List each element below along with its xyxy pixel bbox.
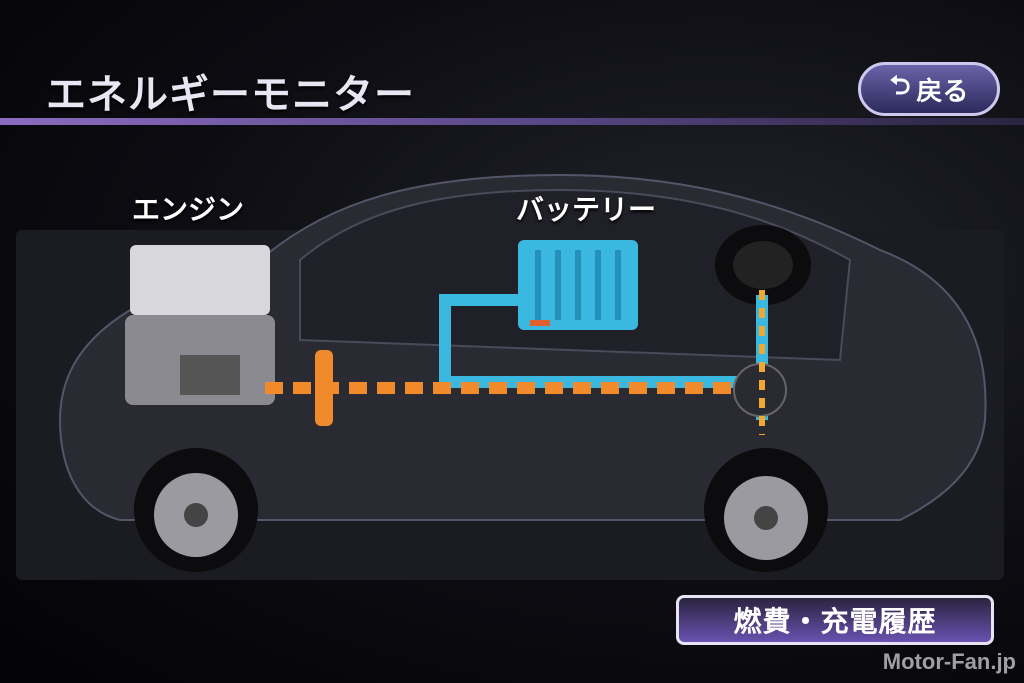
back-button[interactable]: ⮌ 戻る	[858, 62, 1000, 116]
battery-icon	[518, 240, 638, 330]
watermark: Motor-Fan.jp	[882, 649, 1016, 674]
power-split-device	[315, 350, 333, 426]
rear-wheel-top	[715, 225, 811, 305]
rear-wheel	[704, 448, 828, 572]
return-arrow-icon: ⮌	[889, 71, 911, 101]
front-wheel	[134, 448, 258, 572]
battery-label: バッテリー	[516, 193, 657, 226]
page-title: エネルギーモニター	[46, 72, 415, 118]
engine-icon	[125, 245, 275, 405]
header-divider	[0, 118, 1024, 125]
back-label: 戻る	[916, 76, 969, 107]
fuel-charge-history-button[interactable]: 燃費・充電履歴	[676, 595, 994, 645]
engine-label: エンジン	[132, 193, 245, 226]
